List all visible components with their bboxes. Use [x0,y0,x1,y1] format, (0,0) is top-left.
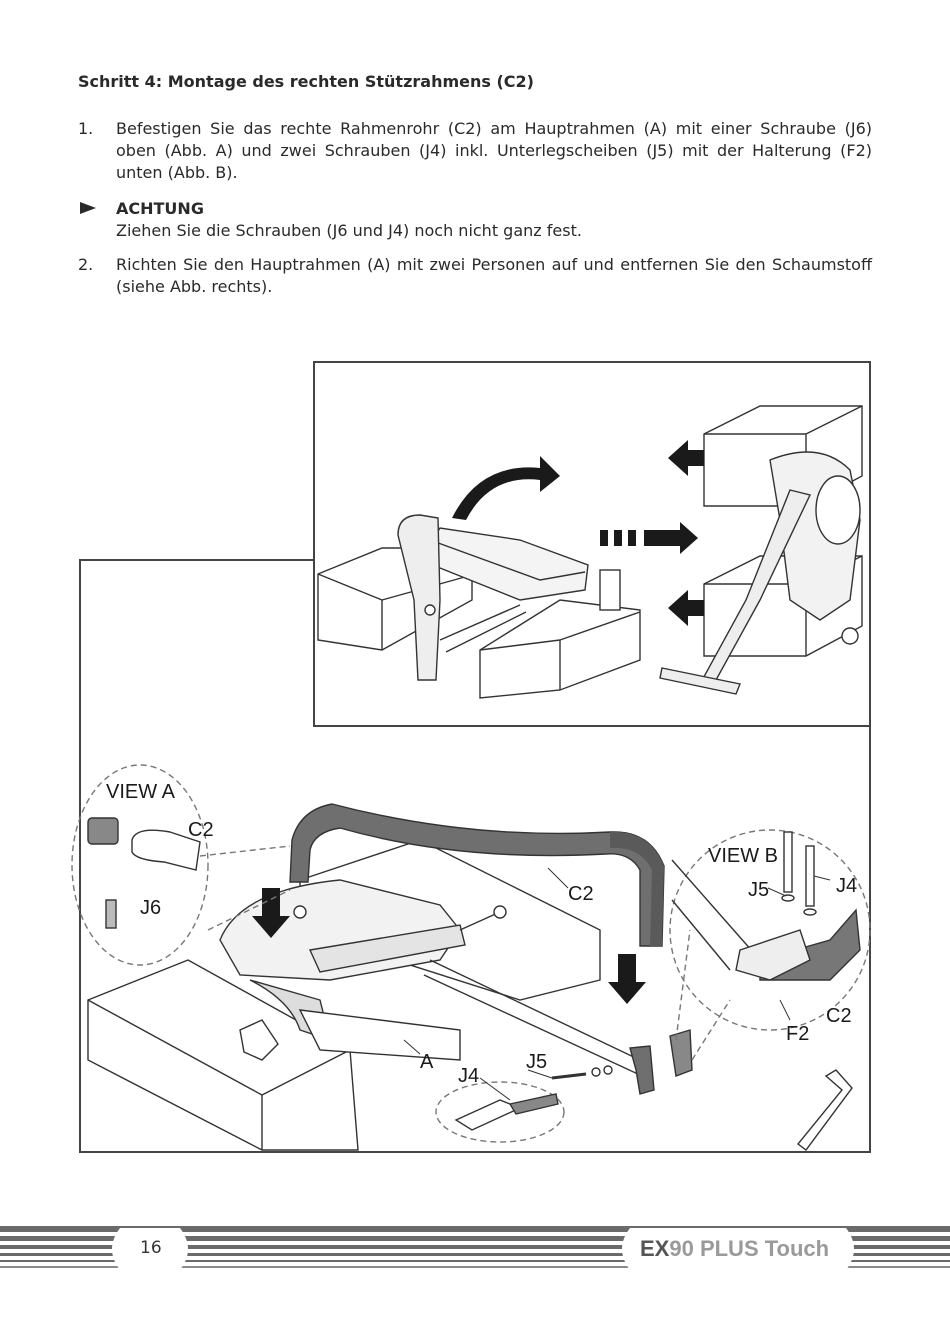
brand-name: EX90 PLUS Touch [640,1236,829,1262]
warning-title: ACHTUNG [116,199,204,218]
page-number: 16 [140,1238,162,1258]
label-j6: J6 [140,897,161,919]
brand-prefix: EX [640,1236,670,1261]
label-c2-view-b: C2 [826,1005,852,1027]
instruction-step-1: 1. Befestigen Sie das rechte Rahmenrohr … [78,118,872,184]
instruction-step-2: 2. Richten Sie den Hauptrahmen (A) mit z… [78,254,872,298]
label-j5: J5 [526,1051,547,1073]
label-view-b: VIEW B [708,845,778,867]
step-number: 1. [78,119,94,138]
step-text: Richten Sie den Hauptrahmen (A) mit zwei… [116,255,872,296]
pointer-arrow-icon [80,202,96,214]
step-text: Befestigen Sie das rechte Rahmenrohr (C2… [116,119,872,182]
label-j5-view-b: J5 [748,879,769,901]
label-c2-bar: C2 [568,883,594,905]
footer-stripes [0,1226,950,1270]
label-j4: J4 [458,1065,479,1087]
warning-note: ACHTUNG Ziehen Sie die Schrauben (J6 und… [78,198,582,242]
step-heading: Schritt 4: Montage des rechten Stützrahm… [78,72,534,91]
label-f2: F2 [786,1023,809,1045]
main-illustration [71,764,871,1151]
inset-illustration [317,405,863,699]
step-heading-title: Montage des rechten Stützrahmens (C2) [167,72,534,91]
step-number: 2. [78,255,94,274]
step-heading-prefix: Schritt 4: [78,72,163,91]
label-a: A [420,1051,434,1073]
label-c2-view-a: C2 [188,819,214,841]
label-j4-view-b: J4 [836,875,857,897]
brand-suffix: 90 PLUS Touch [669,1236,830,1261]
warning-text: Ziehen Sie die Schrauben (J6 und J4) noc… [116,221,582,240]
label-view-a: VIEW A [106,781,176,803]
